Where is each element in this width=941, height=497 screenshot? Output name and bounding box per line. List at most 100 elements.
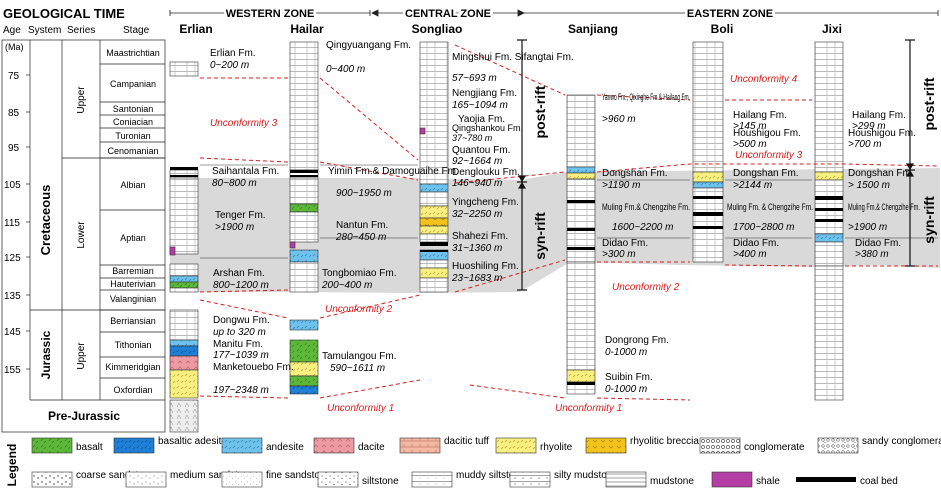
- legend-swatch-silty-mudstone: [509, 471, 551, 488]
- stage-albian: Albian: [120, 180, 145, 190]
- songliao-fm-8-range: 31~1360 m: [452, 243, 502, 254]
- jixi-fm-3-range: > 1500 m: [848, 180, 890, 191]
- series-upper-jurassic: Upper: [76, 342, 87, 370]
- age-75: 75: [8, 71, 20, 82]
- age-105: 105: [4, 180, 21, 191]
- age-115: 115: [4, 218, 20, 229]
- age-145: 145: [4, 327, 21, 338]
- legend-swatch-mudstone: [605, 471, 647, 488]
- legend-label-conglomerate: conglomerate: [744, 442, 805, 453]
- section-sanjiang: Sanjiang: [568, 22, 618, 36]
- age-95: 95: [8, 143, 20, 154]
- legend-swatch-basalt: [31, 437, 73, 454]
- stage-hauterivian: Hauterivian: [110, 279, 156, 289]
- coal-boli-2: [693, 212, 723, 216]
- zone-headers: [169, 9, 939, 17]
- legend-swatch-andesite: [221, 437, 263, 454]
- legend-label-andesite: andesite: [266, 442, 304, 453]
- stage-kimmeridgian: Kimmeridgian: [105, 362, 160, 372]
- jixi-fm-2: Houshigou Fm.: [848, 128, 916, 139]
- jixi-fm-1-range: >299 m: [852, 121, 886, 132]
- sanjiang-fm-4-range: >300 m: [602, 249, 636, 260]
- sanjiang-fm-5-range: 0-1000 m: [605, 347, 647, 358]
- phase-post-rift-east: post-rift: [921, 77, 937, 130]
- legend-swatch-medium-sandstone: [125, 471, 167, 488]
- sanjiang-fm-3: Muling Fm.& Chengzihe Fm.: [602, 202, 690, 213]
- legend-label-mudstone: mudstone: [650, 476, 694, 487]
- coal-sanjiang-1: [567, 200, 595, 203]
- hailar-fm-3: Nantun Fm.: [336, 220, 388, 231]
- stage-turonian: Turonian: [115, 131, 150, 141]
- boli-fm-1: Hailang Fm.: [733, 110, 787, 121]
- age-155: 155: [4, 365, 21, 376]
- coal-boli-3: [693, 226, 723, 229]
- section-jixi: Jixi: [822, 22, 842, 36]
- jixi-fm-5: Didao Fm.: [855, 238, 901, 249]
- sanjiang-fm-2-range: >1190 m: [602, 180, 640, 191]
- col-series: Series: [67, 25, 95, 36]
- legend-swatch-basaltic-adesite: [113, 437, 155, 454]
- column-sanjiang: [566, 94, 596, 395]
- hailar-fm-1: Qingyuangang Fm.: [326, 40, 411, 51]
- songliao-fm-2: Nengjiang Fm.: [452, 88, 517, 99]
- legend-label-siltstone: siltstone: [362, 476, 399, 487]
- hailar-fm-5: Tamulangou Fm.: [322, 351, 396, 362]
- songliao-fm-3: Yaojia Fm.: [458, 114, 505, 125]
- legend-label-shale: shale: [756, 476, 780, 487]
- legend-swatch-rhyolitic-breccia: [585, 437, 627, 454]
- coal-hailar: [290, 170, 318, 173]
- sanjiang-fm-3-range: 1600~2200 m: [612, 222, 673, 233]
- legend-label-rhyolite: rhyolite: [540, 442, 573, 453]
- zone-west: WESTERN ZONE: [226, 8, 315, 20]
- legend-swatch-dacitic-tuff: [399, 437, 441, 454]
- songliao-fm-7-range: 32~2250 m: [452, 209, 502, 220]
- erlian-fm-4: Arshan Fm.: [213, 268, 265, 279]
- coal-erlian-2: [170, 175, 198, 177]
- songliao-fm-6: Denglouku Fm.: [452, 167, 520, 178]
- legend-swatch-sandy-conglomerate: [817, 437, 859, 454]
- legend-swatch-coarse-sandstone: [31, 471, 73, 488]
- time-scale-table: [1, 39, 166, 433]
- phase-post-rift-songliao: post-rift: [532, 85, 548, 138]
- hailar-fm-4: Tongbomiao Fm.: [322, 268, 396, 279]
- hailar-fm-3-range: 280~450 m: [335, 232, 386, 243]
- sanjiang-fm-6-range: 0-1000 m: [605, 384, 647, 395]
- erlian-fm-6: Manitu Fm.: [213, 339, 263, 350]
- erlian-fm-6-range: 177~1039 m: [213, 350, 269, 361]
- stage-cenomanian: Cenomanian: [107, 146, 158, 156]
- coal-jixi-1: [815, 196, 843, 200]
- section-songliao: Songliao: [412, 22, 463, 36]
- coal-sanjiang-2: [567, 228, 595, 231]
- stage-coniacian: Coniacian: [113, 117, 153, 127]
- songliao-fm-4-range: 37~780 m: [452, 133, 493, 143]
- section-hailar: Hailar: [290, 22, 324, 36]
- jixi-fm-2-range: >700 m: [848, 139, 882, 150]
- unconformity-labels: Unconformity 3 Unconformity 4 Unconformi…: [210, 74, 803, 414]
- legend-label-fine-sandstone: fine sandstone: [266, 470, 331, 481]
- erlian-fm-5-range: up to 320 m: [213, 327, 266, 338]
- coal-songliao-2: [420, 250, 448, 252]
- coal-erlian: [170, 167, 198, 170]
- legend-swatch-fine-sandstone: [221, 471, 263, 488]
- stage-maastrichtian: Maastrichtian: [106, 48, 160, 58]
- coal-hailar-2: [290, 175, 318, 177]
- coal-songliao-1: [420, 242, 448, 246]
- hailar-fm-1-range: 0~400 m: [326, 64, 365, 75]
- age-labels: 75 85 95 105 115 125 135 145 155: [4, 71, 21, 376]
- boli-fm-4: Muling Fm. & Chengzihe Fm.: [727, 202, 813, 213]
- jixi-fm-3: Dongshan Fm.: [848, 168, 914, 179]
- age-85: 85: [8, 108, 20, 119]
- stage-valanginian: Valanginian: [110, 294, 156, 304]
- songliao-fm-5: Quantou Fm.: [452, 145, 510, 156]
- unconformity-1-east-label: Unconformity 1: [555, 403, 622, 414]
- column-songliao: [419, 41, 449, 293]
- unconformity-4-label: Unconformity 4: [730, 74, 798, 85]
- age-unit: (Ma): [5, 42, 24, 52]
- section-names: Erlian Hailar Songliao Sanjiang Boli Jix…: [179, 22, 842, 36]
- sanjiang-fm-1: Yanwo Fm., Qixinghe Fm.& Hailang Fm.: [602, 92, 690, 103]
- series-upper-cretaceous: Upper: [76, 86, 87, 114]
- phase-syn-rift-east: syn-rift: [921, 196, 937, 244]
- legend-label-coarse-sandstone: coarse sandstone: [76, 470, 155, 481]
- col-system: System: [28, 25, 61, 36]
- age-125: 125: [4, 253, 21, 264]
